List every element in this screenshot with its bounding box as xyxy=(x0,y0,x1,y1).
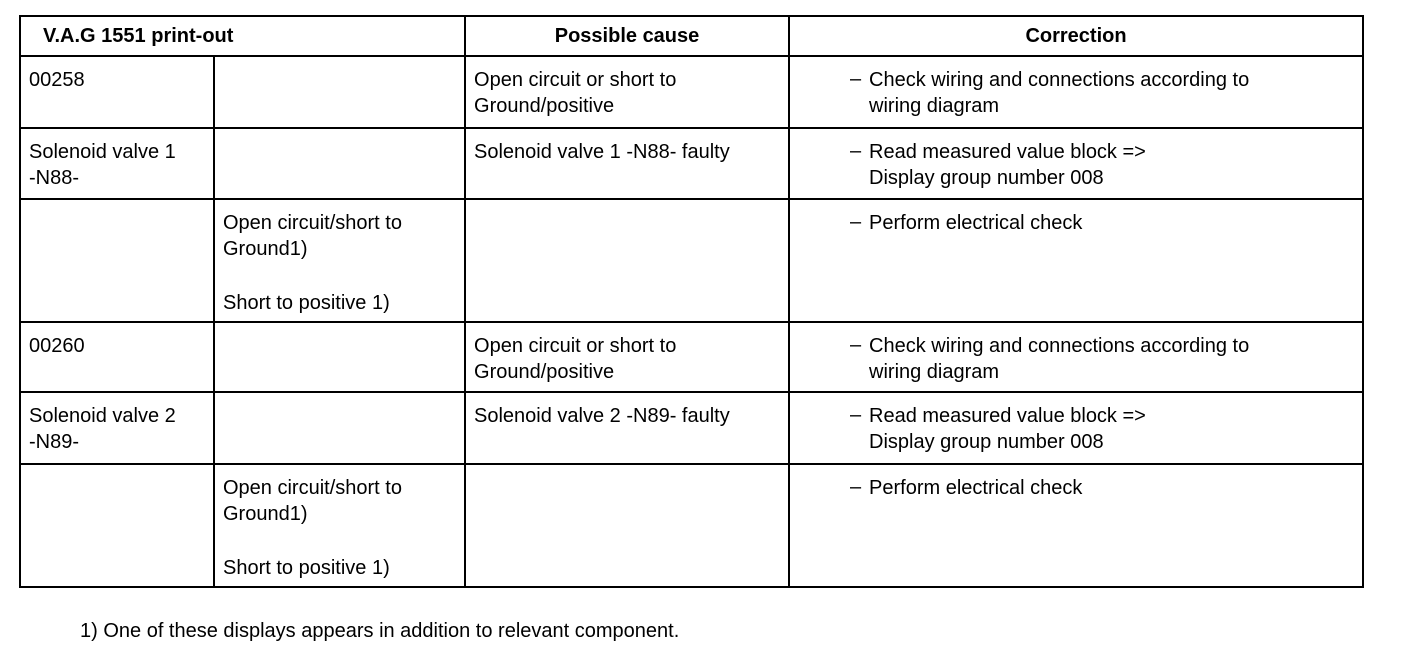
fault-line: Open circuit/short to xyxy=(223,212,402,234)
correction-line: Read measured value block => xyxy=(869,141,1146,163)
code-line: -N88- xyxy=(29,167,80,189)
fault-line: Short to positive 1) xyxy=(223,557,390,579)
cause-cell: Solenoid valve 2 -N89- faulty xyxy=(464,391,791,465)
correction-cell: –Perform electrical check xyxy=(788,198,1365,323)
cause-cell: Open circuit or short to Ground/positive xyxy=(464,321,791,393)
table-row: Solenoid valve 1 -N88- Solenoid valve 1 -… xyxy=(19,127,1365,200)
code-line: Solenoid valve 2 xyxy=(29,405,176,427)
table-header-row: V.A.G 1551 print-out Possible cause Corr… xyxy=(18,15,1365,57)
cause-line: Ground/positive xyxy=(474,95,615,117)
correction-line: Perform electrical check xyxy=(869,477,1083,499)
fault-cell xyxy=(212,391,467,465)
code-cell xyxy=(19,463,215,588)
table-row: 00258 Open circuit or short to Ground/pos… xyxy=(19,55,1365,129)
cause-cell: Solenoid valve 1 -N88- faulty xyxy=(464,127,791,200)
correction-cell: –Check wiring and connections according … xyxy=(788,321,1365,393)
table-row: Open circuit/short to Ground1) Short to po… xyxy=(19,463,1365,588)
cause-line: Solenoid valve 1 -N88- faulty xyxy=(474,141,730,163)
code-cell: Solenoid valve 1 -N88- xyxy=(19,127,215,200)
correction-line: Display group number 008 xyxy=(869,431,1104,453)
fault-spacer xyxy=(223,527,456,555)
fault-cell: Open circuit/short to Ground1) Short to po… xyxy=(212,198,467,323)
cause-line: Ground/positive xyxy=(474,361,615,383)
table-row: 00260 Open circuit or short to Ground/pos… xyxy=(19,321,1365,393)
correction-cell: –Check wiring and connections according … xyxy=(788,55,1365,129)
fault-cell: Open circuit/short to Ground1) Short to po… xyxy=(212,463,467,588)
header-printout: V.A.G 1551 print-out xyxy=(18,15,467,57)
code-line: 00258 xyxy=(29,69,85,91)
cause-cell: Open circuit or short to Ground/positive xyxy=(464,55,791,129)
fault-line: Ground1) xyxy=(223,503,308,525)
cause-line: Solenoid valve 2 -N89- faulty xyxy=(474,405,730,427)
header-possible-cause: Possible cause xyxy=(464,15,791,57)
code-cell: Solenoid valve 2 -N89- xyxy=(19,391,215,465)
fault-line: Open circuit/short to xyxy=(223,477,402,499)
dash-bullet-icon: – xyxy=(850,404,862,426)
dash-bullet-icon: – xyxy=(850,68,862,90)
correction-cell: –Read measured value block => Display gro… xyxy=(788,391,1365,465)
code-cell xyxy=(19,198,215,323)
fault-code-table: V.A.G 1551 print-out Possible cause Corr… xyxy=(18,15,1365,588)
correction-cell: –Perform electrical check xyxy=(788,463,1365,588)
cause-cell xyxy=(464,198,791,323)
correction-line: Read measured value block => xyxy=(869,405,1146,427)
correction-line: Display group number 008 xyxy=(869,167,1104,189)
code-cell: 00260 xyxy=(19,321,215,393)
table-row: Open circuit/short to Ground1) Short to po… xyxy=(19,198,1365,323)
correction-cell: –Read measured value block => Display gro… xyxy=(788,127,1365,200)
code-cell: 00258 xyxy=(19,55,215,129)
fault-spacer xyxy=(223,262,456,290)
dash-bullet-icon: – xyxy=(850,211,862,233)
code-line: -N89- xyxy=(29,431,80,453)
header-correction: Correction xyxy=(788,15,1365,57)
cause-line: Open circuit or short to xyxy=(474,335,677,357)
fault-cell xyxy=(212,127,467,200)
table-row: Solenoid valve 2 -N89- Solenoid valve 2 -… xyxy=(19,391,1365,465)
code-line: 00260 xyxy=(29,335,85,357)
correction-line: Check wiring and connections according t… xyxy=(869,69,1250,91)
fault-line: Short to positive 1) xyxy=(223,292,390,314)
cause-cell xyxy=(464,463,791,588)
fault-line: Ground1) xyxy=(223,238,308,260)
table-body: 00258 Open circuit or short to Ground/pos… xyxy=(19,55,1365,588)
code-line: Solenoid valve 1 xyxy=(29,141,176,163)
dash-bullet-icon: – xyxy=(850,334,862,356)
correction-line: wiring diagram xyxy=(869,95,1000,117)
correction-line: Perform electrical check xyxy=(869,212,1083,234)
cause-line: Open circuit or short to xyxy=(474,69,677,91)
fault-cell xyxy=(212,55,467,129)
fault-cell xyxy=(212,321,467,393)
correction-line: wiring diagram xyxy=(869,361,1000,383)
dash-bullet-icon: – xyxy=(850,140,862,162)
footnote: 1) One of these displays appears in addi… xyxy=(80,620,680,642)
correction-line: Check wiring and connections according t… xyxy=(869,335,1250,357)
dash-bullet-icon: – xyxy=(850,476,862,498)
